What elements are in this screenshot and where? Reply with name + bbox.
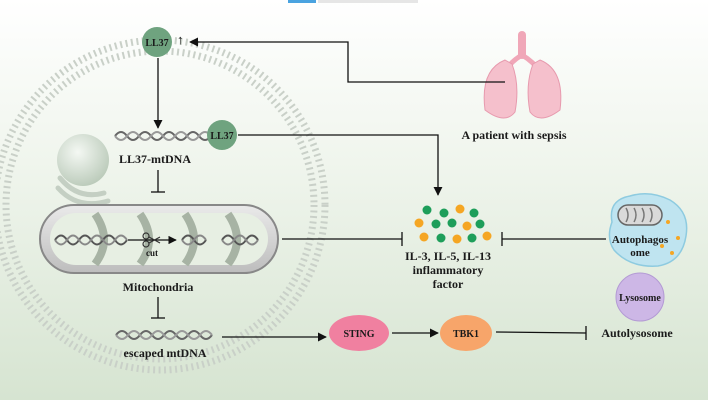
up-arrow-symbol: ↑	[177, 32, 184, 47]
escaped-mtdna-helix	[115, 330, 213, 340]
cut-label: cut	[146, 248, 158, 258]
lysosome-label: Lysosome	[619, 293, 661, 304]
il-line3: factor	[433, 277, 464, 291]
il-line1: IL-3, IL-5, IL-13	[405, 249, 491, 263]
il-line2: inflammatory	[413, 263, 484, 277]
ll37-mtdna-helix	[114, 131, 212, 141]
lung-to-ll37-arrow	[189, 37, 505, 83]
ll37-mtdna-label: LL37-mtDNA	[119, 152, 191, 166]
cytokine-dots	[414, 204, 492, 244]
ll37-to-factor-arrow	[238, 134, 443, 196]
autolysosome-label: Autolysosome	[601, 326, 673, 340]
mitochondria-label: Mitochondria	[123, 280, 194, 294]
mitochondria-inhibits-escaped	[151, 297, 165, 319]
tbk1-label: TBK1	[453, 329, 479, 340]
ll37-top-label: LL37	[145, 38, 168, 49]
sting-node	[329, 315, 389, 351]
escaped-mtdna-label: escaped mtDNA	[124, 346, 207, 360]
mitochondrion	[39, 204, 279, 274]
autophagosome-line1: Autophagos	[612, 234, 669, 246]
scissors-icon	[142, 232, 161, 248]
ll37-top-node	[142, 27, 172, 57]
patient-label: A patient with sepsis	[461, 128, 566, 142]
autophagosome-line2: ome	[630, 247, 650, 259]
mito-dna-helix	[54, 234, 259, 246]
lysosome-node	[615, 272, 665, 322]
golgi-organelle	[55, 175, 111, 207]
tbk1-inhibits-autolysosome	[495, 326, 587, 340]
ll37-bound-label: LL37	[210, 131, 233, 142]
mitochondria-inhibits-factor	[282, 232, 403, 246]
lung-icon	[483, 31, 562, 119]
top-tab-track	[318, 0, 418, 3]
sting-label: STING	[343, 329, 374, 340]
complex-inhibits-mitochondria	[151, 170, 165, 193]
ll37-bound-node	[207, 120, 237, 150]
autophagosome-inhibits-factor	[501, 232, 606, 246]
autophagosome	[608, 193, 688, 267]
tbk1-node	[440, 315, 492, 351]
top-tab-indicator	[288, 0, 316, 3]
vesicle-organelle	[57, 134, 109, 186]
